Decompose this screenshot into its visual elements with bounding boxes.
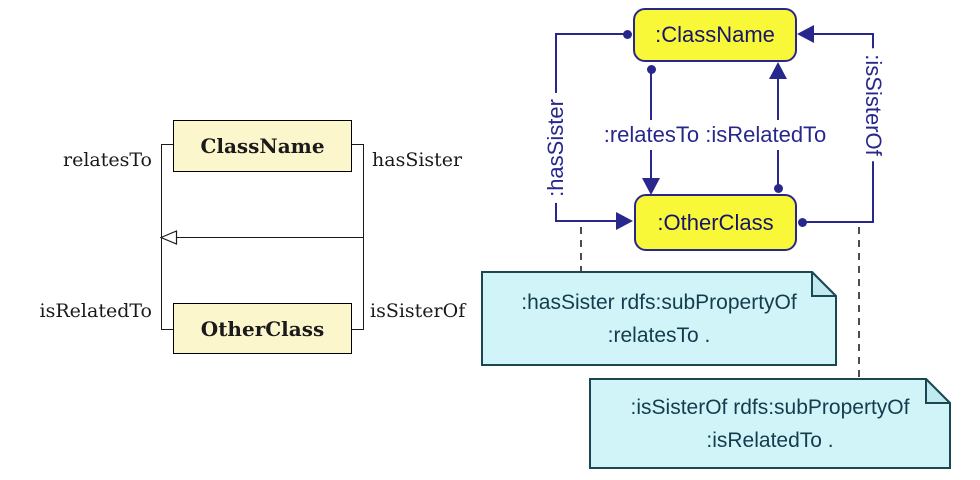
uml-subproperty-line bbox=[176, 237, 364, 238]
edge-isSisterOf-arrowhead-icon bbox=[797, 24, 814, 43]
edge-hasSister-arrowhead-icon bbox=[616, 211, 633, 230]
uml-class-bottom: OtherClass bbox=[173, 303, 352, 354]
edge-hasSister-bottom-segment bbox=[555, 220, 619, 222]
edge-relatesTo-source-dot-icon bbox=[646, 64, 656, 74]
uml-class-bottom-label: OtherClass bbox=[200, 316, 325, 341]
note1-line2: :relatesTo . bbox=[607, 323, 711, 347]
note1-text: :hasSister rdfs:subPropertyOf :relatesTo… bbox=[481, 271, 837, 366]
edge-isSisterOf-label: :isSisterOf bbox=[858, 48, 888, 162]
graph-node-otherclass: :OtherClass bbox=[634, 194, 797, 251]
edge-isRelatedTo-arrowhead-icon bbox=[768, 62, 787, 79]
graph-node-classname-label: :ClassName bbox=[655, 22, 775, 47]
uml-label-isSisterOf: isSisterOf bbox=[370, 300, 466, 322]
edge-hasSister-top-segment bbox=[556, 33, 628, 35]
uml-label-relatesTo: relatesTo bbox=[63, 149, 152, 171]
note2-anchor-dashed-line bbox=[858, 227, 860, 379]
edge-isSisterOf-bottom-segment bbox=[802, 221, 874, 223]
note1-shape-icon bbox=[481, 271, 837, 366]
uml-label-hasSister: hasSister bbox=[372, 149, 463, 171]
note1-line1: :hasSister rdfs:subPropertyOf bbox=[521, 290, 797, 314]
edge-isSisterOf-top-segment bbox=[812, 33, 874, 35]
uml-connector-right-top-stub bbox=[352, 144, 364, 145]
edge-isRelatedTo-source-dot-icon bbox=[773, 184, 783, 193]
note2-shape-icon bbox=[589, 378, 951, 469]
edge-isSisterOf-source-dot-icon bbox=[798, 218, 807, 227]
edge-hasSister-label: :hasSister bbox=[541, 93, 571, 203]
edge-hasSister-source-dot-icon bbox=[623, 30, 632, 39]
note2-line2: :isRelatedTo . bbox=[706, 428, 834, 452]
uml-connector-left-top-stub bbox=[161, 144, 173, 145]
note2-text: :isSisterOf rdfs:subPropertyOf :isRelate… bbox=[589, 378, 951, 469]
note2-line1: :isSisterOf rdfs:subPropertyOf bbox=[630, 395, 910, 419]
note-hasSister-subPropertyOf: :hasSister rdfs:subPropertyOf :relatesTo… bbox=[481, 271, 837, 366]
edge-isRelatedTo-label: :isRelatedTo bbox=[705, 122, 827, 147]
edge-relatesTo-arrowhead-icon bbox=[642, 178, 660, 195]
uml-label-isRelatedTo: isRelatedTo bbox=[39, 300, 152, 322]
edge-middle-labels: :relatesTo :isRelatedTo bbox=[598, 120, 832, 150]
uml-subproperty-open-arrow-icon bbox=[160, 230, 178, 245]
note-isSisterOf-subPropertyOf: :isSisterOf rdfs:subPropertyOf :isRelate… bbox=[589, 378, 951, 469]
edge-relatesTo-label: :relatesTo bbox=[603, 122, 700, 147]
graph-node-otherclass-label: :OtherClass bbox=[657, 209, 774, 235]
uml-class-top-label: ClassName bbox=[200, 134, 325, 158]
uml-connector-right-bottom-stub bbox=[352, 329, 364, 330]
uml-connector-left-bottom-stub bbox=[161, 329, 173, 330]
graph-node-classname: :ClassName bbox=[633, 8, 797, 62]
note1-anchor-dashed-line bbox=[580, 227, 582, 272]
uml-class-top: ClassName bbox=[173, 120, 352, 172]
